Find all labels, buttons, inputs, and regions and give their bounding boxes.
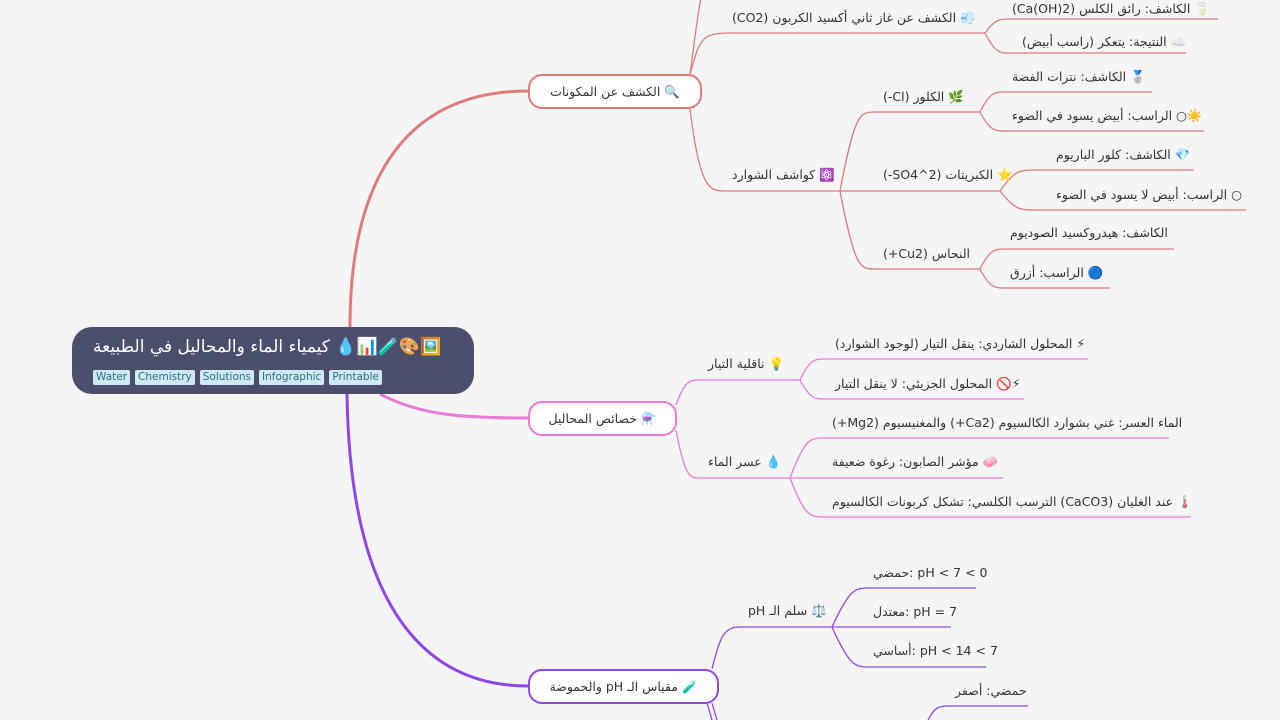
branch-ph[interactable]: 🧪 مقياس الـ pH والحموضة [528,669,719,704]
node-co2[interactable]: 💨 الكشف عن غاز ثاني أكسيد الكربون (CO2) [732,10,976,25]
tag[interactable]: Water [93,370,131,385]
node-hard-water[interactable]: الماء العسر: غني بشوارد الكالسيوم (Ca2+)… [832,415,1183,430]
node-sulfate[interactable]: ⭐ الكبريتات (SO4^2-) [883,167,1013,182]
node-chloride[interactable]: 🌿 الكلور (Cl-) [883,89,964,104]
node-boiling[interactable]: 🌡️ عند الغليان (CaCO3) الترسب الكلسي: تش… [832,494,1193,509]
tag[interactable]: Chemistry [135,370,195,385]
node-ion-tests[interactable]: ⚛️ كواشف الشوارد [732,167,835,182]
node-co2-reagent[interactable]: 🥛 الكاشف: رائق الكلس (Ca(OH)2) [1012,1,1210,16]
node-ph-scale[interactable]: ⚖️ سلم الـ pH [748,603,827,618]
node-copper[interactable]: النحاس (Cu2+) [883,246,971,261]
tag-list: Water Chemistry Solutions Infographic Pr… [93,370,382,385]
node-chloride-reagent[interactable]: 🥈 الكاشف: نترات الفضة [1012,69,1146,84]
node-indicator-acidic[interactable]: حمضي: أصفر [955,683,1027,698]
node-chloride-precipitate[interactable]: ☀️○ الراسب: أبيض يسود في الضوء [1012,108,1203,123]
tag[interactable]: Infographic [259,370,325,385]
branch-detection[interactable]: 🔍 الكشف عن المكونات [528,74,702,109]
node-copper-reagent[interactable]: الكاشف: هيدروكسيد الصوديوم [1010,225,1168,240]
node-copper-precipitate[interactable]: 🔵 الراسب: أزرق [1010,265,1104,280]
tag[interactable]: Printable [329,370,382,385]
node-co2-result[interactable]: ☁️ النتيجة: يتعكر (راسب أبيض) [1022,34,1187,49]
node-ionic-solution[interactable]: ⚡ المحلول الشاردي: ينقل التيار (لوجود ال… [835,336,1086,351]
node-molecular-solution[interactable]: ⚡🚫 المحلول الجزيئي: لا ينقل التيار [835,376,1021,391]
node-ph-basic[interactable]: 7 > pH < 14 :أساسي [873,643,998,658]
node-hardness[interactable]: 💧 عسر الماء [708,454,782,469]
node-ph-acidic[interactable]: 0 > pH < 7 :حمضي [873,565,988,580]
root-node[interactable]: 🖼️🎨🧪📊💧 كيمياء الماء والمحاليل في الطبيعة… [72,327,474,394]
node-conductivity[interactable]: 💡 ناقلية التيار [708,356,785,371]
branch-properties[interactable]: ⚗️ خصائص المحاليل [528,401,677,436]
node-sulfate-precipitate[interactable]: ○ الراسب: أبيض لا يسود في الضوء [1056,187,1243,202]
node-soap-indicator[interactable]: 🧼 مؤشر الصابون: رغوة ضعيفة [832,454,999,469]
tag[interactable]: Solutions [199,370,255,385]
node-ph-neutral[interactable]: pH = 7 :معتدل [873,604,958,619]
node-sulfate-reagent[interactable]: 💎 الكاشف: كلور الباريوم [1056,147,1191,162]
root-title: 🖼️🎨🧪📊💧 كيمياء الماء والمحاليل في الطبيعة [93,337,442,357]
